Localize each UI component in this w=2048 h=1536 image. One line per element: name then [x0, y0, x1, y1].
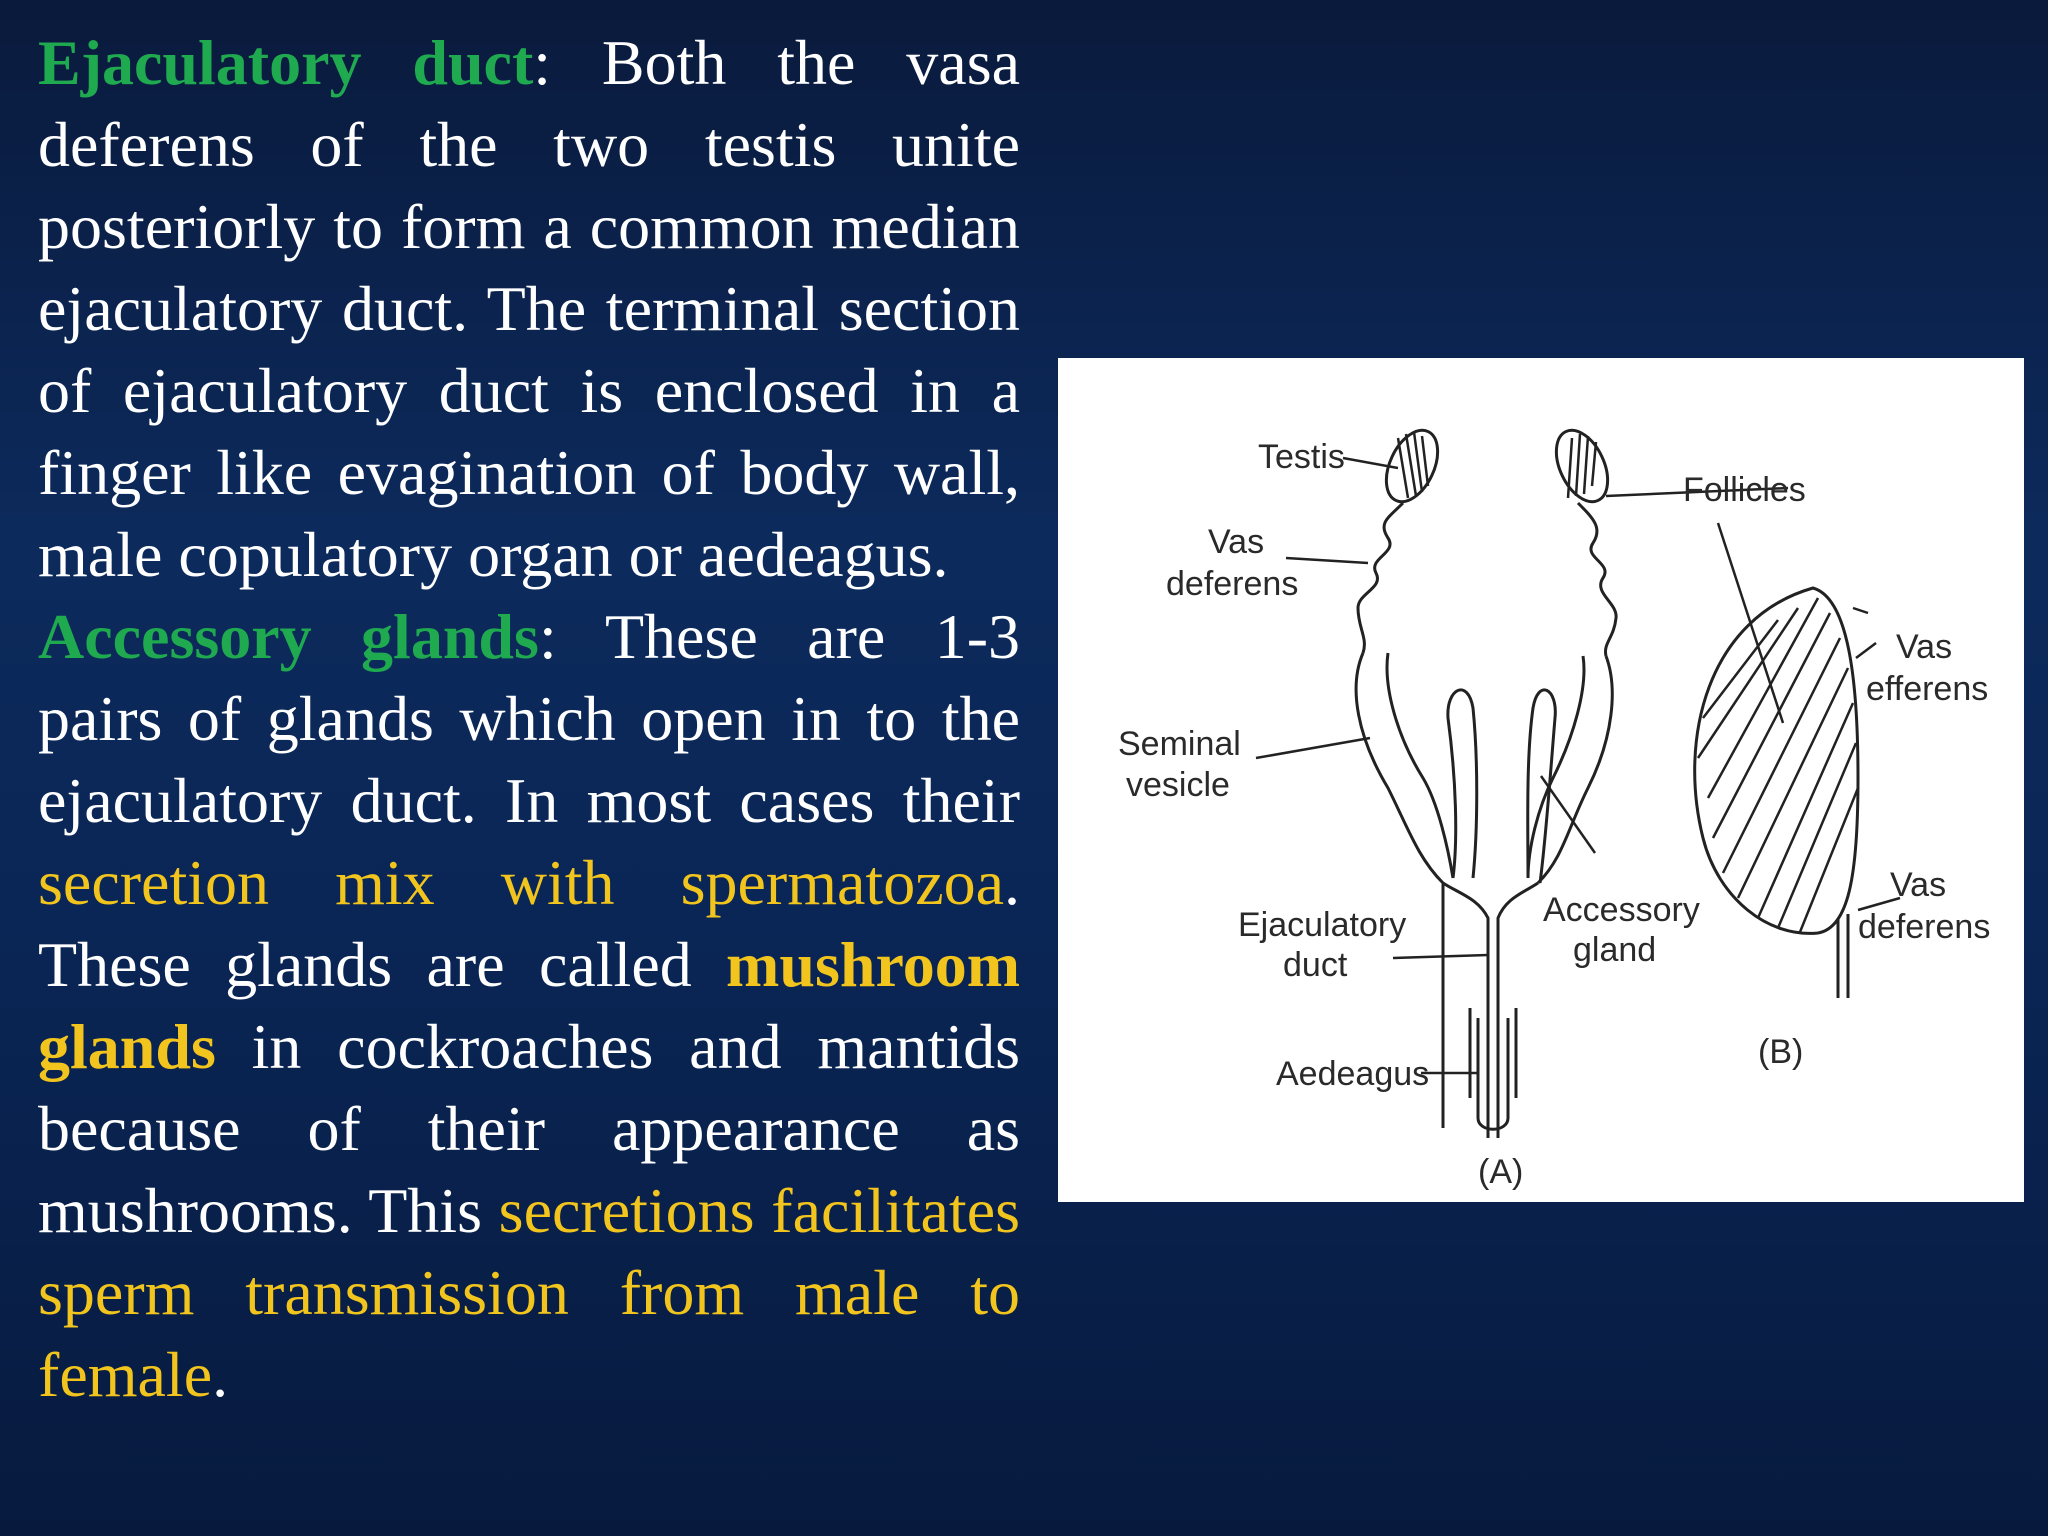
label-ejaculatory-2: duct: [1283, 946, 1348, 984]
accessory-gland-left: [1446, 688, 1479, 879]
term-ejaculatory-duct: Ejaculatory duct: [38, 27, 534, 98]
label-aedeagus: Aedeagus: [1276, 1055, 1429, 1093]
label-accessory-2: gland: [1573, 931, 1656, 969]
reproductive-system-figure: Testis Vas deferens Follicles Seminal ve…: [1058, 358, 2024, 1202]
term-accessory-glands: Accessory glands: [38, 601, 539, 672]
accessory-glands-description: These are 1-3 pairs of glands which open…: [38, 601, 1021, 836]
label-seminal-1: Seminal: [1118, 725, 1241, 763]
label-accessory-1: Accessory: [1543, 891, 1700, 929]
slide-text: Ejaculatory duct: Both the vasa deferens…: [38, 22, 1020, 1416]
label-seminal-2: vesicle: [1126, 766, 1230, 804]
testis-b-shape: [1693, 586, 1860, 998]
vas-deferens-right-line: [1576, 501, 1618, 657]
testis-left-shape: [1384, 428, 1440, 504]
label-vas-deferens-2: deferens: [1166, 565, 1298, 603]
seminal-vesicle-left: [1354, 652, 1445, 1128]
label-vas-deferens-b1: Vas: [1890, 866, 1946, 904]
accessory-gland-right: [1526, 688, 1557, 884]
accessory-glands-text-2: . These glands are called: [38, 847, 1020, 1000]
male-reproductive-diagram: Testis Vas deferens Follicles Seminal ve…: [1118, 428, 1990, 1191]
highlight-secretion: secretion mix with spermatozoa: [38, 847, 1004, 918]
vas-deferens-left-line: [1356, 501, 1405, 654]
label-testis: Testis: [1258, 438, 1345, 476]
colon: :: [538, 601, 557, 672]
ejaculatory-duct-description: Both the vasa deferens of the two testis…: [38, 27, 1020, 590]
accessory-glands-text-3: in cockroaches and mantids because of th…: [38, 1011, 1020, 1246]
ejaculatory-duct-shape: [1442, 881, 1490, 1138]
caption-a: (A): [1478, 1153, 1523, 1191]
label-vas-deferens-1: Vas: [1208, 523, 1264, 561]
label-vas-efferens-1: Vas: [1896, 628, 1952, 666]
label-vas-deferens-b2: deferens: [1858, 908, 1990, 946]
caption-b: (B): [1758, 1033, 1803, 1071]
highlight-secretions-facilitate: secretions facilitates sperm transmissio…: [38, 1175, 1021, 1410]
period: .: [212, 1339, 229, 1410]
testis-right-shape: [1554, 428, 1610, 504]
term-mushroom-glands: mushroom glands: [38, 929, 1020, 1082]
colon: :: [533, 27, 552, 98]
label-vas-efferens-2: efferens: [1866, 670, 1988, 708]
aedeagus-shape: [1476, 1018, 1510, 1131]
label-follicles: Follicles: [1683, 471, 1806, 509]
seminal-vesicle-right: [1536, 655, 1614, 885]
label-ejaculatory-1: Ejaculatory: [1238, 906, 1406, 944]
